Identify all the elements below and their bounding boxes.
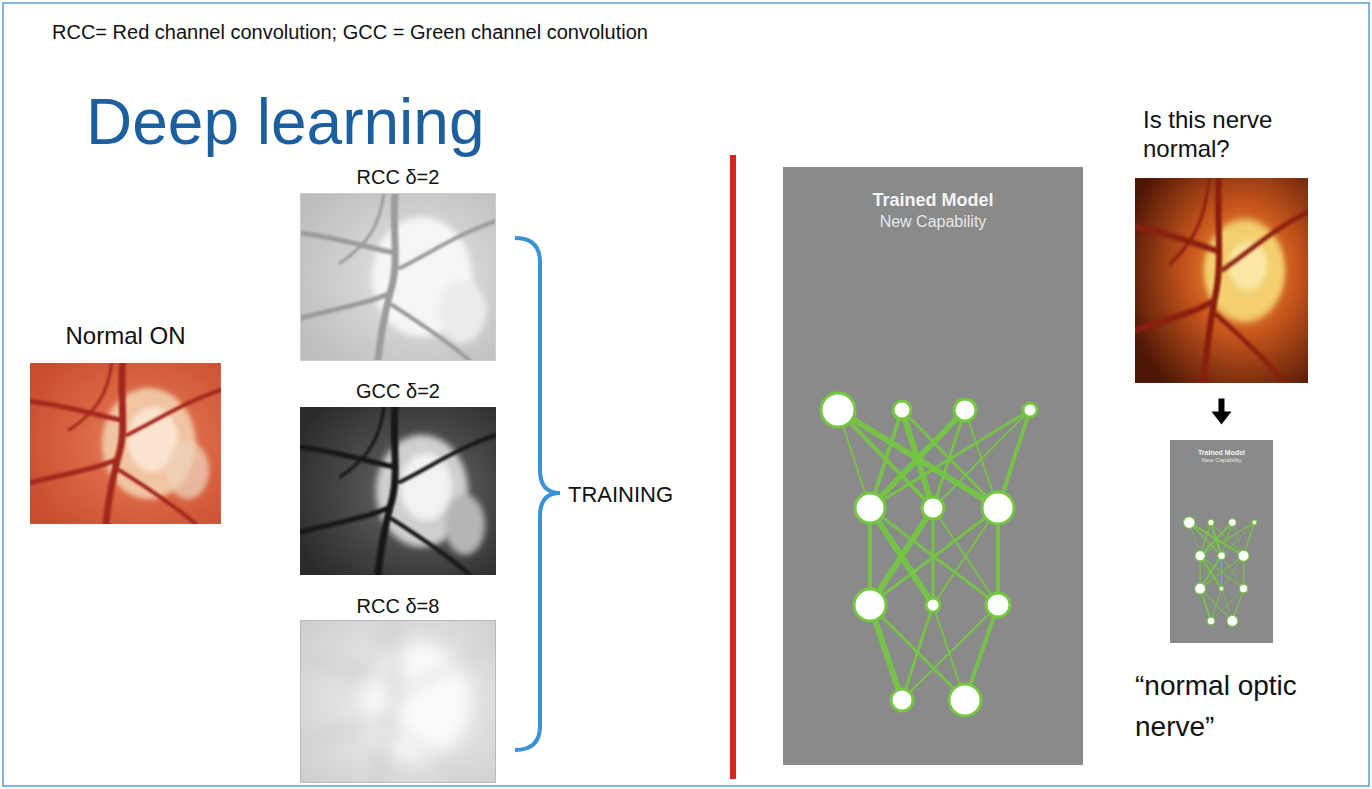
panel-heading: Trained Model bbox=[1170, 448, 1273, 457]
blurred-channel-image-part bbox=[300, 620, 496, 783]
network-link bbox=[1189, 522, 1243, 555]
fundus-photo-part bbox=[30, 363, 221, 524]
channel-image: RCC δ=8 bbox=[300, 620, 496, 783]
network-link bbox=[1222, 522, 1255, 555]
red-channel-image bbox=[300, 193, 496, 361]
network-neuron bbox=[1252, 520, 1257, 525]
image-heading: RCC δ=8 bbox=[300, 594, 496, 618]
network-link bbox=[1211, 589, 1244, 621]
fundus-ground bbox=[30, 363, 221, 524]
network-link bbox=[902, 605, 998, 700]
panel-subheading: New Capability bbox=[783, 212, 1083, 233]
network-neuron bbox=[949, 684, 981, 716]
network-neuron bbox=[986, 593, 1010, 617]
network-neuron bbox=[1218, 552, 1225, 559]
fundus-image: Normal ON bbox=[30, 363, 221, 524]
neural-network bbox=[783, 167, 1083, 765]
network-link bbox=[1200, 556, 1243, 589]
network-link bbox=[933, 508, 998, 605]
network-neuron bbox=[1195, 583, 1206, 594]
network-neuron bbox=[854, 589, 886, 621]
fundus-photo bbox=[1135, 178, 1308, 383]
vessels bbox=[300, 407, 496, 575]
image-border bbox=[301, 194, 496, 361]
network-neuron bbox=[922, 497, 944, 519]
image-heading: Normal ON bbox=[30, 322, 221, 351]
image-ground bbox=[300, 407, 496, 575]
divider-line bbox=[730, 155, 736, 779]
vessels bbox=[1135, 178, 1308, 383]
arrow-head bbox=[1212, 412, 1232, 425]
fundus-image: Is this nerve normal? bbox=[1135, 178, 1308, 383]
network-link bbox=[870, 508, 998, 605]
atrophy-patch bbox=[445, 495, 485, 555]
image-heading: GCC δ=2 bbox=[300, 379, 496, 403]
fundus-photo-part bbox=[1135, 178, 1308, 383]
optic-cup bbox=[400, 453, 452, 521]
frame-border bbox=[3, 3, 1369, 786]
model-panel: Trained ModelNew Capability bbox=[783, 167, 1083, 765]
diagram-title: Deep learning bbox=[86, 84, 686, 161]
image-border bbox=[301, 620, 496, 782]
network-neuron bbox=[926, 598, 940, 612]
process-label: TRAINING bbox=[568, 482, 718, 508]
network-neuron bbox=[1195, 551, 1205, 561]
network-neuron bbox=[855, 493, 885, 523]
image-ground bbox=[300, 620, 496, 783]
neural-network bbox=[1170, 440, 1273, 643]
fundus-ground bbox=[1135, 178, 1308, 383]
atrophy-patch bbox=[166, 442, 209, 499]
model-panel: Trained ModelNew Capability bbox=[1170, 440, 1273, 643]
network-neuron bbox=[1229, 519, 1236, 526]
green-channel-image-part bbox=[300, 407, 496, 575]
channel-image: GCC δ=2 bbox=[300, 407, 496, 575]
channel-image: RCC δ=2 bbox=[300, 193, 496, 361]
atrophy-patch bbox=[438, 279, 486, 343]
note: RCC= Red channel convolution; GCC = Gree… bbox=[52, 20, 1052, 44]
network-neuron bbox=[893, 401, 911, 419]
network-neuron bbox=[954, 399, 976, 421]
arrow-shaft bbox=[1219, 399, 1225, 414]
network-link bbox=[933, 410, 1030, 508]
network-neuron bbox=[1238, 550, 1249, 561]
network-link bbox=[1200, 556, 1243, 589]
network-link bbox=[1222, 556, 1244, 589]
red-channel-image-part bbox=[300, 193, 496, 361]
image-heading: Is this nerve normal? bbox=[1143, 106, 1333, 164]
bracket bbox=[515, 238, 560, 750]
vessels bbox=[300, 620, 496, 783]
green-channel-image bbox=[300, 407, 496, 575]
network-neuron bbox=[1023, 403, 1037, 417]
flow-arrow bbox=[1212, 399, 1232, 425]
network-link bbox=[838, 410, 998, 508]
network-neuron bbox=[1239, 585, 1247, 593]
network-neuron bbox=[1208, 519, 1214, 525]
vessels bbox=[30, 363, 221, 524]
result-label: “normal optic nerve” bbox=[1135, 666, 1350, 747]
image-ground bbox=[300, 193, 496, 361]
fundus-photo bbox=[30, 363, 221, 524]
network-neuron bbox=[982, 492, 1014, 524]
network-neuron bbox=[821, 393, 855, 427]
vessels bbox=[300, 193, 496, 361]
network-link bbox=[1222, 556, 1244, 589]
panel-heading: Trained Model bbox=[783, 189, 1083, 212]
panel-subheading: New Capability bbox=[1170, 457, 1273, 465]
network-neuron bbox=[1183, 517, 1195, 529]
network-link bbox=[870, 508, 998, 605]
network-neuron bbox=[1227, 616, 1238, 627]
network-link bbox=[933, 508, 998, 605]
network-neuron bbox=[891, 689, 913, 711]
blurred-channel-image bbox=[300, 620, 496, 783]
image-heading: RCC δ=2 bbox=[300, 165, 496, 189]
network-neuron bbox=[1207, 617, 1214, 624]
network-neuron bbox=[1219, 586, 1224, 591]
